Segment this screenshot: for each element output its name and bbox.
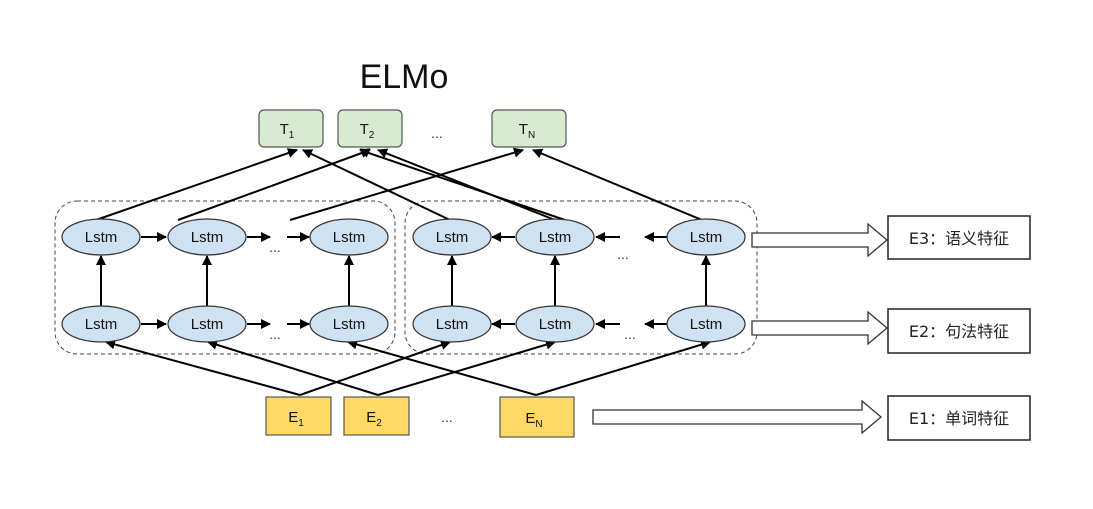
lstm-node: Lstm	[309, 218, 389, 256]
feature-box-e2: E2：句法特征	[887, 308, 1031, 354]
input-label: E	[366, 409, 376, 426]
lstm-label: Lstm	[690, 316, 723, 333]
svg-text:T2: T2	[360, 121, 375, 141]
lstm-label: Lstm	[436, 316, 469, 333]
edge-tn-bwd	[532, 148, 703, 221]
backward-lstm-group	[404, 200, 758, 355]
svg-text:T1: T1	[280, 121, 295, 141]
lstm-label: Lstm	[539, 229, 572, 246]
feature-box-e3: E3：语义特征	[887, 215, 1031, 260]
output-token-t1: T1	[258, 109, 324, 148]
input-label: E	[525, 410, 535, 427]
lstm-label: Lstm	[690, 229, 723, 246]
lstm-node: Lstm	[167, 305, 247, 343]
edge-e2-fwd	[207, 339, 379, 396]
feature-label: E2：句法特征	[909, 322, 1009, 341]
edge-t2-bwd-2	[377, 148, 556, 221]
feature-label: E1：单词特征	[909, 409, 1009, 428]
edge-e1-bwd	[299, 340, 451, 396]
ellipsis-fwd-upper: ...	[269, 239, 281, 255]
lstm-label: Lstm	[191, 316, 224, 333]
svg-text:EN: EN	[525, 410, 542, 430]
lstm-label: Lstm	[85, 316, 118, 333]
output-label: T	[519, 121, 528, 138]
input-subscript: 1	[298, 418, 304, 429]
output-token-t2: T2	[337, 109, 403, 148]
input-token-e1: E1	[265, 396, 332, 436]
feature-label: E3：语义特征	[909, 229, 1009, 248]
arrow-to-e3	[751, 222, 889, 258]
lstm-node: Lstm	[412, 218, 492, 256]
input-connections	[105, 339, 711, 396]
edge-tn-fwd	[289, 147, 524, 221]
edge-t1-bwd-2	[302, 149, 451, 221]
lstm-label: Lstm	[85, 229, 118, 246]
edge-t1-bwd	[359, 148, 566, 221]
output-subscript: N	[528, 130, 535, 141]
edge-t1-fwd	[95, 148, 298, 221]
lstm-node: Lstm	[61, 305, 141, 343]
edge-t2-fwd	[177, 148, 371, 221]
lstm-label: Lstm	[333, 229, 366, 246]
lstm-node: Lstm	[167, 218, 247, 256]
feature-arrows	[592, 222, 889, 435]
svg-text:TN: TN	[519, 121, 535, 141]
lstm-node: Lstm	[61, 218, 141, 256]
svg-text:E2: E2	[366, 409, 382, 429]
lstm-label: Lstm	[333, 316, 366, 333]
edge-e1-fwd	[105, 339, 301, 396]
ellipsis-bwd-upper: ...	[617, 246, 629, 262]
input-subscript: N	[535, 419, 542, 430]
forward-lstm-group	[54, 200, 396, 355]
lstm-node: Lstm	[515, 305, 595, 343]
arrow-to-e2	[751, 310, 889, 346]
edge-en-bwd	[535, 339, 711, 396]
ellipsis-outputs: ...	[431, 125, 443, 141]
feature-box-e1: E1：单词特征	[887, 395, 1031, 441]
lstm-node: Lstm	[309, 305, 389, 343]
input-subscript: 2	[376, 418, 382, 429]
vertical-connections	[96, 255, 711, 306]
output-token-tn: TN	[491, 109, 567, 148]
diagram-title: ELMo	[360, 58, 449, 96]
input-label: E	[288, 409, 298, 426]
output-subscript: 1	[289, 130, 295, 141]
svg-text:E1: E1	[288, 409, 304, 429]
lstm-label: Lstm	[436, 229, 469, 246]
ellipsis-bwd-lower: ...	[624, 326, 636, 342]
lstm-node: Lstm	[412, 305, 492, 343]
edge-en-fwd	[347, 339, 537, 396]
lstm-node: Lstm	[666, 305, 746, 343]
output-label: T	[360, 121, 369, 138]
output-connections	[95, 147, 703, 221]
lstm-label: Lstm	[191, 229, 224, 246]
output-label: T	[280, 121, 289, 138]
edge-e2-bwd	[377, 339, 556, 396]
arrow-to-e1	[592, 399, 883, 435]
lstm-node: Lstm	[515, 218, 595, 256]
lstm-nodes: Lstm Lstm Lstm Lstm Lstm Lstm Lstm Lstm …	[61, 218, 746, 343]
lstm-label: Lstm	[539, 316, 572, 333]
horizontal-connections	[141, 232, 667, 329]
ellipsis-inputs: ...	[441, 409, 453, 425]
input-token-e2: E2	[343, 396, 410, 436]
input-token-en: EN	[499, 396, 575, 438]
ellipsis-fwd-lower: ...	[269, 326, 281, 342]
output-subscript: 2	[369, 130, 375, 141]
lstm-node: Lstm	[666, 218, 746, 256]
